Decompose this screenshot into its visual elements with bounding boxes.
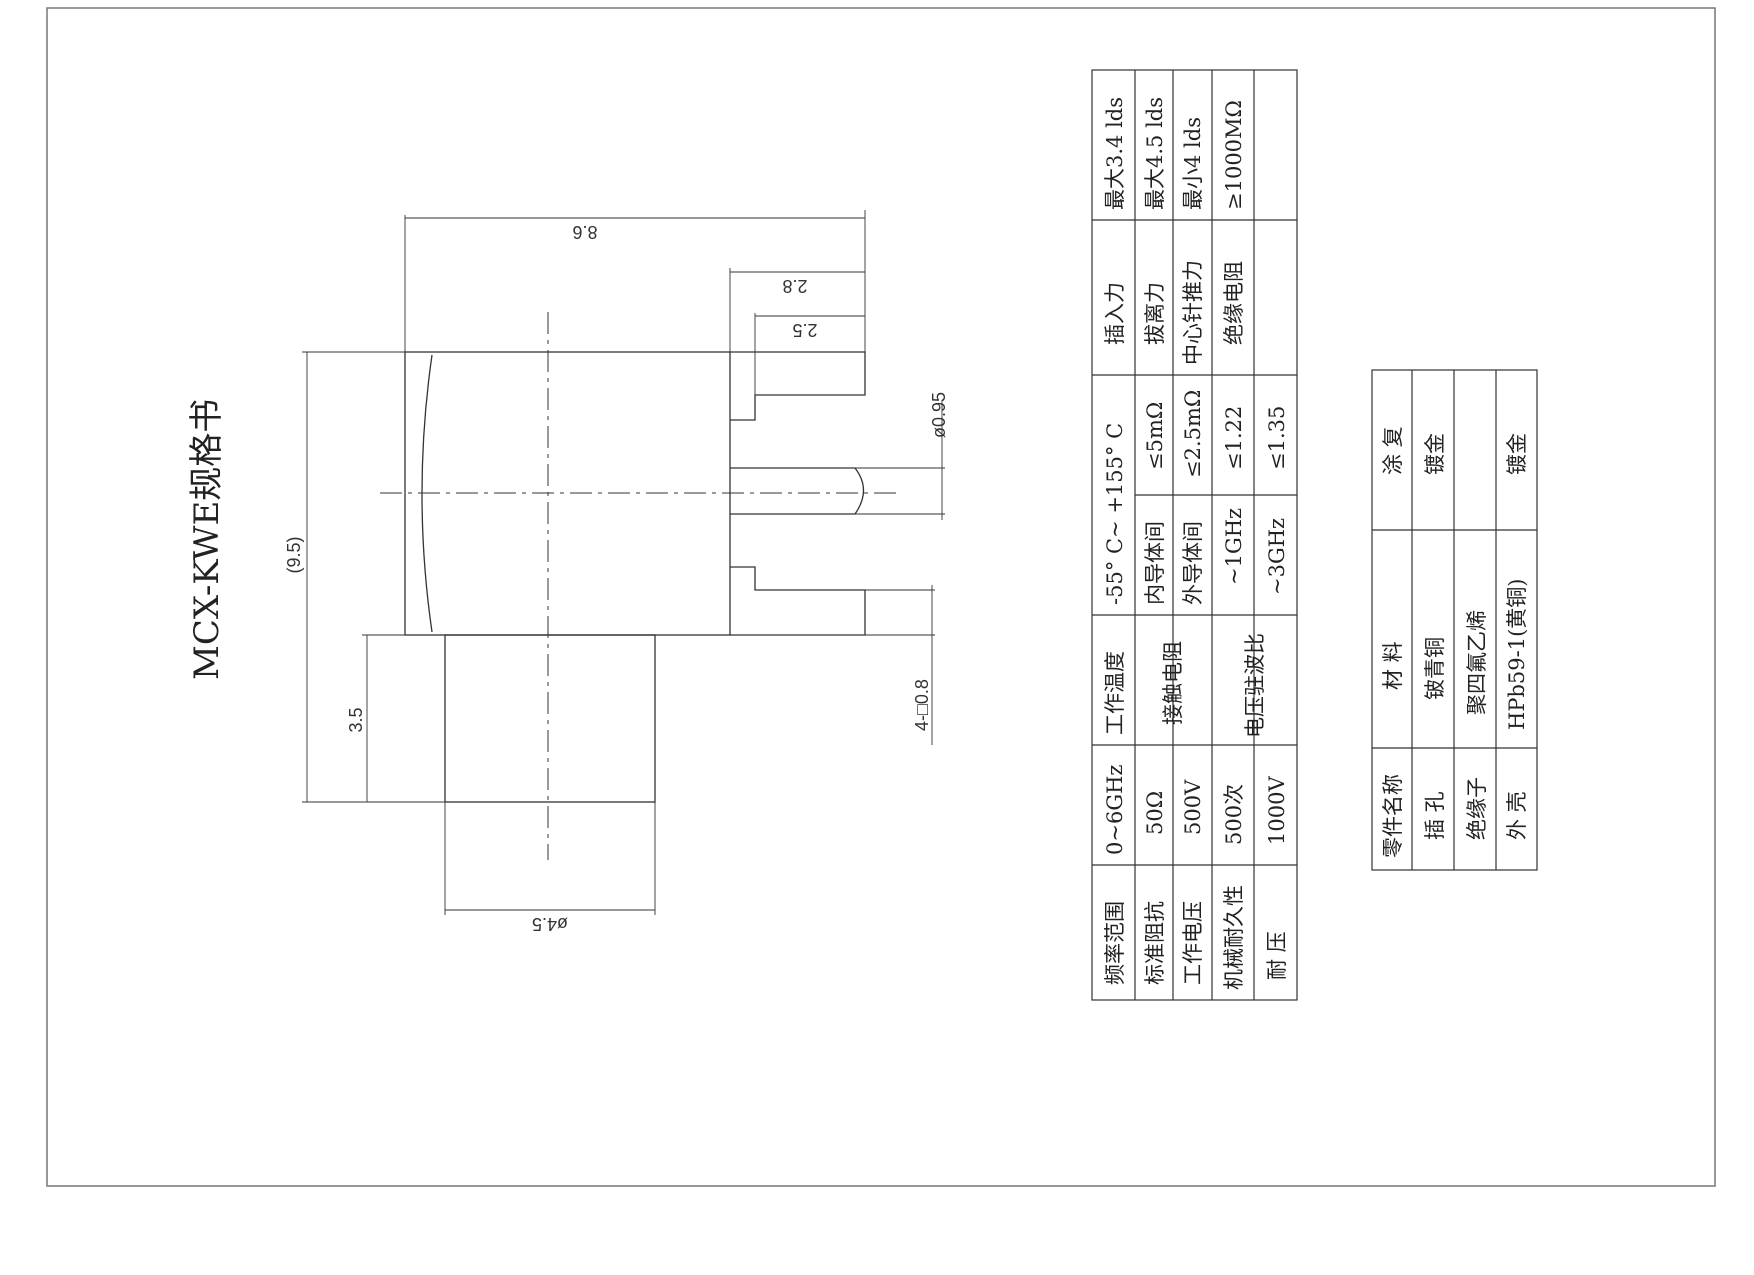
spec-table-text: 频率范围 0~6GHz 工作温度 -55° C~ +155° C 插入力 最大3… bbox=[1103, 97, 1289, 990]
cell-push-label: 中心针推力 bbox=[1181, 260, 1205, 365]
cell-inner-val: ≤5mΩ bbox=[1143, 402, 1167, 470]
page-border bbox=[46, 7, 1716, 1187]
cell-dur-label: 机械耐久性 bbox=[1222, 885, 1246, 990]
cell-f1-label: ~1GHz bbox=[1222, 508, 1246, 585]
cell-dur-val: 500次 bbox=[1222, 784, 1246, 845]
page-title: MCX-KWE规格书 bbox=[187, 399, 227, 680]
dim-d2: 2.5 bbox=[792, 320, 817, 340]
cell-volt-val: 500V bbox=[1181, 779, 1205, 835]
cell-freq-label: 频率范围 bbox=[1103, 901, 1127, 985]
parts-h-mat: 材 料 bbox=[1381, 641, 1405, 690]
cell-push-val: 最小4 lds bbox=[1181, 117, 1205, 210]
cell-outer-val: ≤2.5mΩ bbox=[1181, 390, 1205, 478]
parts-h-coat: 涂 复 bbox=[1381, 426, 1405, 475]
cell-with-label: 耐 压 bbox=[1265, 931, 1289, 980]
cell-volt-label: 工作电压 bbox=[1181, 901, 1205, 985]
cell-with-val: 1000V bbox=[1265, 776, 1289, 845]
parts-r1-name: 插 孔 bbox=[1423, 791, 1447, 840]
dim-height-total: (9.5) bbox=[284, 536, 304, 573]
cell-ins-label: 插入力 bbox=[1103, 282, 1127, 345]
dimension-labels: 8.6 2.8 2.5 (9.5) 3.5 ø0.95 4-□0.8 ø4.5 bbox=[284, 222, 949, 934]
cell-imp-val: 50Ω bbox=[1143, 791, 1167, 835]
dim-pin-dia: ø0.95 bbox=[929, 392, 949, 438]
parts-r3-name: 外 壳 bbox=[1505, 791, 1529, 840]
cell-f3-label: ~3GHz bbox=[1265, 518, 1289, 595]
parts-r2-name: 绝缘子 bbox=[1465, 777, 1489, 840]
parts-r1-mat: 铍青铜 bbox=[1423, 637, 1447, 700]
cell-freq-val: 0~6GHz bbox=[1103, 765, 1127, 855]
cell-pull-label: 拔离力 bbox=[1143, 282, 1167, 345]
cell-insul-label: 绝缘电阻 bbox=[1222, 261, 1246, 345]
parts-table-text: 零件名称 材 料 涂 复 插 孔 铍青铜 镀金 绝缘子 聚四氟乙烯 外 壳 HP… bbox=[1381, 426, 1529, 858]
cell-f1-val: ≤1.22 bbox=[1222, 406, 1246, 470]
parts-table bbox=[1371, 369, 1538, 871]
cell-inner-label: 内导体间 bbox=[1143, 521, 1167, 605]
parts-r1-coat: 镀金 bbox=[1423, 433, 1447, 475]
parts-h-name: 零件名称 bbox=[1381, 774, 1405, 858]
spec-table bbox=[1091, 69, 1298, 1001]
cell-imp-label: 标准阻抗 bbox=[1143, 901, 1167, 985]
cell-f3-val: ≤1.35 bbox=[1265, 406, 1289, 470]
cell-pull-val: 最大4.5 lds bbox=[1143, 97, 1167, 210]
cell-contact-label: 接触电阻 bbox=[1161, 641, 1185, 725]
dim-height-lower: 3.5 bbox=[346, 707, 366, 732]
cell-temp-val: -55° C~ +155° C bbox=[1103, 423, 1127, 605]
parts-r3-coat: 镀金 bbox=[1505, 433, 1529, 475]
cell-ins-val: 最大3.4 lds bbox=[1103, 97, 1127, 210]
parts-r2-mat: 聚四氟乙烯 bbox=[1465, 610, 1489, 715]
cell-insul-val: ≥1000MΩ bbox=[1222, 100, 1246, 210]
cell-outer-label: 外导体间 bbox=[1181, 521, 1205, 605]
dim-d1: 2.8 bbox=[782, 276, 807, 296]
parts-r3-mat: HPb59-1(黄铜) bbox=[1505, 579, 1529, 730]
cell-vswr-label: 电压驻波比 bbox=[1243, 633, 1267, 738]
dim-length-total: 8.6 bbox=[572, 222, 597, 242]
dim-body-dia: ø4.5 bbox=[532, 914, 568, 934]
dim-pin-sq: 4-□0.8 bbox=[912, 679, 932, 731]
connector-drawing bbox=[302, 210, 945, 915]
cell-temp-label: 工作温度 bbox=[1103, 651, 1127, 735]
